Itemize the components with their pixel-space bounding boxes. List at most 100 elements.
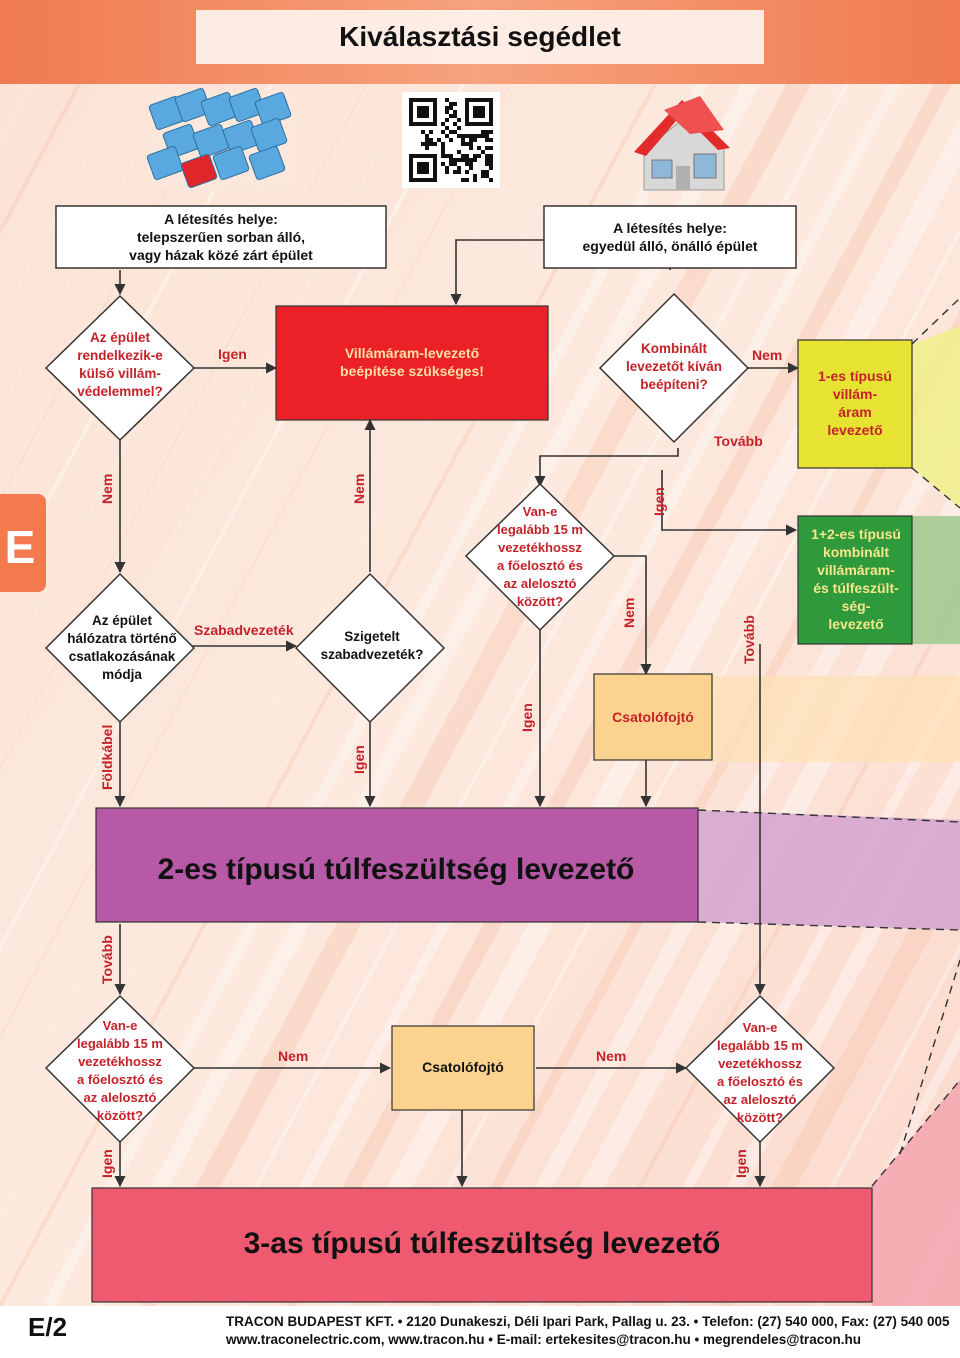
footer	[0, 1306, 960, 1358]
node-text-line: levezető	[827, 422, 882, 438]
qr-module	[489, 178, 493, 182]
node-text-line: között?	[97, 1108, 143, 1123]
qr-module	[489, 130, 493, 134]
node-text-line: 1-es típusú	[818, 368, 892, 384]
node-text-line: Az épület	[92, 613, 153, 628]
qr-module	[473, 174, 477, 178]
qr-module	[437, 138, 441, 142]
qr-module	[449, 102, 453, 106]
node-text-line: Kombinált	[641, 341, 708, 356]
qr-module	[441, 150, 445, 154]
qr-module	[457, 150, 461, 154]
qr-module	[465, 154, 469, 158]
start-right-box	[543, 205, 797, 269]
band-pink-dash	[871, 1079, 960, 1187]
red-box	[275, 305, 549, 421]
node-text-line: levezetőt kíván	[626, 359, 722, 374]
node-text-line: vezetékhossz	[78, 1054, 162, 1069]
qr-module	[473, 134, 477, 138]
qr-module	[429, 130, 433, 134]
qr-module	[469, 134, 473, 138]
qr-module	[481, 170, 485, 174]
qr-finder	[417, 162, 429, 174]
row-houses-image	[146, 87, 296, 190]
start-left-box	[55, 205, 387, 269]
band-pink	[872, 1080, 960, 1306]
streak	[472, 393, 960, 1310]
qr-module	[453, 170, 457, 174]
type3-box	[91, 1187, 873, 1303]
qr-module	[473, 178, 477, 182]
node-text-line: az alelosztó	[84, 1090, 157, 1105]
qr-module	[441, 162, 445, 166]
qr-module	[421, 142, 425, 146]
qr-module	[469, 146, 473, 150]
qr-module	[433, 142, 437, 146]
qr-module	[449, 158, 453, 162]
node-text-line: az alelosztó	[504, 576, 577, 591]
coupler-bottom-box	[391, 1025, 535, 1111]
qr-module	[449, 154, 453, 158]
streak	[518, 476, 960, 1312]
qr-module	[445, 110, 449, 114]
node-text-line: rendelkezik-e	[77, 348, 163, 363]
qr-module	[441, 146, 445, 150]
band-yellow-dash-2	[911, 467, 960, 509]
streak	[574, 585, 960, 1307]
edge-label: Igen	[351, 745, 367, 774]
type1-box	[797, 339, 913, 469]
node-text-line: között?	[517, 594, 563, 609]
edge-label: Igen	[218, 346, 247, 362]
qr-module	[485, 154, 489, 158]
type2-box	[95, 807, 699, 923]
band-yellow	[912, 326, 960, 508]
qr-module	[457, 134, 461, 138]
qr-module	[445, 166, 449, 170]
coupler-bottom-label: Csatolófojtó	[422, 1059, 504, 1075]
qr-module	[453, 110, 457, 114]
streak	[710, 834, 960, 1312]
edge-label: Igen	[733, 1149, 749, 1178]
qr-module	[425, 138, 429, 142]
qr-module	[489, 166, 493, 170]
qr-module	[449, 114, 453, 118]
qr-module	[465, 142, 469, 146]
streak	[766, 943, 960, 1307]
edge-label: Tovább	[741, 615, 757, 664]
qr-module	[449, 106, 453, 110]
diamond-connection	[44, 572, 196, 724]
qr-module	[457, 158, 461, 162]
edge-label: Nem	[752, 347, 782, 363]
node-text-line: a főelosztó és	[717, 1074, 803, 1089]
house-image	[634, 96, 730, 191]
qr-module	[469, 158, 473, 162]
qr-module	[465, 134, 469, 138]
edge-label: Nem	[621, 598, 637, 628]
coupler-top-label: Csatolófojtó	[612, 709, 694, 725]
qr-module	[469, 166, 473, 170]
streak	[0, 0, 557, 1039]
qr-module	[485, 138, 489, 142]
node-text-line: vezetékhossz	[498, 540, 582, 555]
qr-module	[425, 142, 429, 146]
band-purple	[698, 810, 960, 930]
qr-finder	[417, 106, 429, 118]
type3-label: 3-as típusú túlfeszültség levezető	[244, 1227, 721, 1260]
node-text-line: legalább 15 m	[497, 522, 583, 537]
band-pink-dash-2	[899, 959, 960, 1155]
house-shape	[146, 145, 184, 181]
qr-module	[485, 158, 489, 162]
qr-module	[429, 142, 433, 146]
title-box	[196, 10, 764, 64]
qr-module	[425, 146, 429, 150]
band-green	[912, 516, 960, 644]
streak	[0, 0, 126, 236]
edge-labels: Igen Nem Nem Tovább Szabadvezeték Földká…	[99, 346, 782, 1178]
node-text-line: kombinált	[823, 544, 889, 560]
streak	[427, 310, 960, 1309]
qr-module	[457, 118, 461, 122]
edge-label: Szabadvezeték	[194, 622, 294, 638]
